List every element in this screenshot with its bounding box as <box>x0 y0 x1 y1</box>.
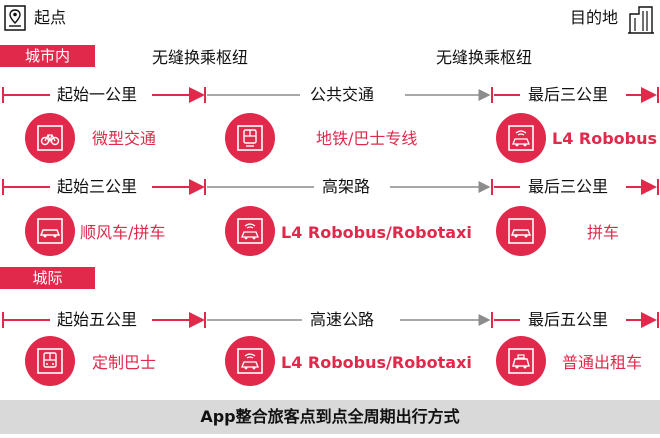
segment-middle-3: 高速公路 <box>306 312 379 328</box>
timeline-row-3 <box>2 312 659 328</box>
bicycle-icon <box>25 113 75 163</box>
segment-first-1: 起始一公里 <box>53 87 142 103</box>
car-icon <box>25 206 75 256</box>
building-icon <box>627 4 655 34</box>
destination-label: 目的地 <box>570 8 619 27</box>
mode-label-subway-bus: 地铁/巴士专线 <box>316 129 418 148</box>
segment-middle-1: 公共交通 <box>306 87 379 103</box>
robobus-icon <box>496 113 546 163</box>
start-label: 起点 <box>34 8 67 27</box>
segment-first-2: 起始三公里 <box>53 179 142 195</box>
segment-last-2: 最后三公里 <box>524 179 613 195</box>
hub-label-1: 无缝换乘枢纽 <box>152 48 249 67</box>
mode-label-custom-bus: 定制巴士 <box>92 353 157 372</box>
mode-label-l4-robobus: L4 Robobus <box>552 129 658 148</box>
mode-label-micro-transit: 微型交通 <box>92 129 157 148</box>
segment-first-3: 起始五公里 <box>53 312 142 328</box>
taxi-icon <box>496 336 546 386</box>
mode-label-l4-robobus-robotaxi-1: L4 Robobus/Robotaxi <box>281 223 472 242</box>
timeline-row-2 <box>2 179 659 195</box>
robotaxi-icon <box>225 336 275 386</box>
segment-last-3: 最后五公里 <box>524 312 613 328</box>
section-tag-city: 城市内 <box>0 45 95 67</box>
segment-middle-2: 高架路 <box>318 179 375 195</box>
section-tag-intercity: 城际 <box>0 267 95 289</box>
segment-last-1: 最后三公里 <box>524 87 613 103</box>
car-icon <box>496 206 546 256</box>
map-pin-icon <box>4 5 26 31</box>
hub-label-2: 无缝换乘枢纽 <box>436 48 533 67</box>
subway-icon <box>225 113 275 163</box>
timeline-row-1 <box>2 87 659 103</box>
bus-icon <box>25 336 75 386</box>
footer-banner: App整合旅客点到点全周期出行方式 <box>0 400 660 434</box>
mode-label-carpool: 拼车 <box>587 223 620 242</box>
robotaxi-icon <box>225 206 275 256</box>
mode-label-l4-robobus-robotaxi-2: L4 Robobus/Robotaxi <box>281 353 472 372</box>
mode-label-taxi: 普通出租车 <box>562 353 643 372</box>
mode-label-ride-share: 顺风车/拼车 <box>80 223 166 242</box>
